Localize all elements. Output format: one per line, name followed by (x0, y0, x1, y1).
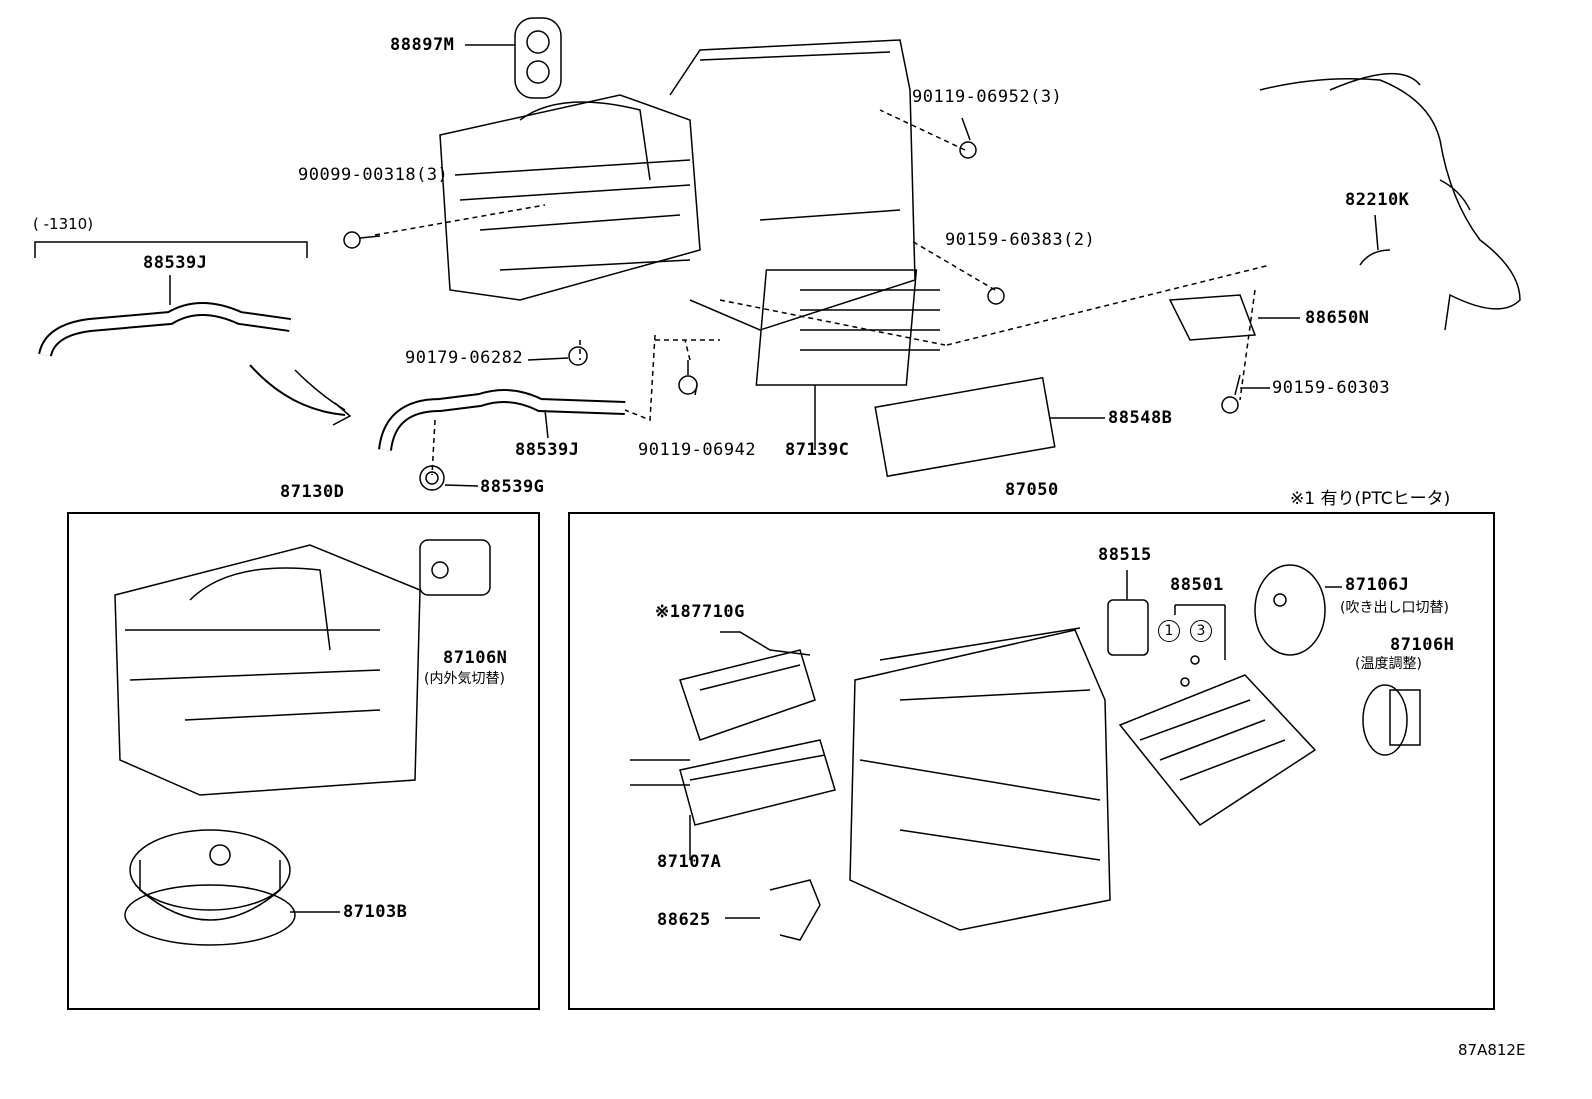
part-label-88539J-lower[interactable]: 88539J (515, 440, 580, 460)
oring-ref-3: 3 (1190, 620, 1212, 642)
servo-h-drawing (1362, 684, 1421, 756)
ptc-heater-drawing (679, 649, 816, 741)
range-note: ( -1310) (33, 215, 94, 233)
filter-cover-drawing (874, 376, 1056, 478)
heater-core-drawing (630, 739, 836, 826)
oring-ref-1: 1 (1158, 620, 1180, 642)
servo-n-drawing (419, 539, 491, 596)
group-label-87130D[interactable]: 87130D (280, 482, 345, 502)
blower-case-drawing (114, 544, 421, 796)
diagram-code: 87A812E (1458, 1041, 1526, 1059)
group-label-87050[interactable]: 87050 (1005, 480, 1059, 500)
part-label-88625[interactable]: 88625 (657, 910, 711, 930)
part-label-90099-00318[interactable]: 90099-00318(3) (298, 165, 449, 185)
part-label-88515[interactable]: 88515 (1098, 545, 1152, 565)
part-label-90119-06952[interactable]: 90119-06952(3) (912, 87, 1063, 107)
part-label-88897M[interactable]: 88897M (390, 35, 455, 55)
part-desc-87106N: (内外気切替) (424, 671, 505, 687)
part-desc-87106H: (温度調整) (1355, 656, 1422, 672)
screw-06952-drawing (959, 141, 977, 159)
part-label-88548B[interactable]: 88548B (1108, 408, 1173, 428)
sensor-drawing (769, 879, 821, 941)
servo-j-drawing (1254, 564, 1326, 656)
grommet-hose-drawing (419, 465, 445, 491)
heater-unit-group-box (568, 512, 1495, 1010)
ptc-heater-note: ※1 有り(PTCヒータ) (1290, 489, 1451, 509)
heater-case-drawing (849, 627, 1111, 931)
part-desc-87106J: (吹き出し口切替) (1340, 600, 1449, 616)
part-label-87103B[interactable]: 87103B (343, 902, 408, 922)
screw-60383-drawing (987, 287, 1005, 305)
blower-unit-group-box (67, 512, 540, 1010)
hvac-assembly-drawing (439, 39, 916, 331)
evaporator-drawing (1118, 674, 1317, 827)
nut-06282-drawing (568, 346, 588, 366)
part-label-90179-06282[interactable]: 90179-06282 (405, 348, 524, 368)
part-label-88539J-upper[interactable]: 88539J (143, 253, 208, 273)
part-label-87106H[interactable]: 87106H (1390, 635, 1455, 655)
filter-drawing (755, 269, 918, 386)
screw-00318-drawing (343, 231, 361, 249)
part-label-88501[interactable]: 88501 (1170, 575, 1224, 595)
blower-motor-drawing (124, 829, 296, 946)
part-label-87106J[interactable]: 87106J (1345, 575, 1410, 595)
part-label-87107A[interactable]: 87107A (657, 852, 722, 872)
part-label-82210K[interactable]: 82210K (1345, 190, 1410, 210)
screw-60303-drawing (1221, 396, 1239, 414)
screw-06942-drawing (678, 375, 698, 395)
part-label-90159-60303[interactable]: 90159-60303 (1272, 378, 1391, 398)
part-label-88650N[interactable]: 88650N (1305, 308, 1370, 328)
valve-drawing (1107, 599, 1149, 656)
harness-drawing (1259, 72, 1521, 331)
amplifier-drawing (1168, 294, 1257, 341)
arrow-drawing (249, 364, 346, 416)
range-bracket (34, 241, 308, 258)
part-label-90119-06942[interactable]: 90119-06942 (638, 440, 757, 460)
part-label-88539G[interactable]: 88539G (480, 477, 545, 497)
part-label-87139C[interactable]: 87139C (785, 440, 850, 460)
part-label-90159-60383[interactable]: 90159-60383(2) (945, 230, 1096, 250)
part-label-87710G[interactable]: ※187710G (655, 602, 745, 622)
part-label-87106N[interactable]: 87106N (443, 648, 508, 668)
grommet-drawing (514, 17, 562, 99)
